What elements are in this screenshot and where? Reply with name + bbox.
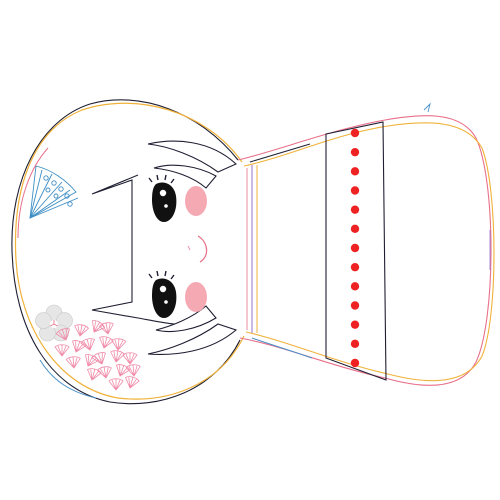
hair-top-strand: [147, 140, 237, 173]
doll-head-outline: [11, 99, 245, 405]
left-cheek-blush: [185, 186, 207, 216]
red-bead: [350, 167, 360, 176]
ginkgo-leaf: [74, 324, 89, 337]
ginkgo-leaf: [125, 376, 140, 389]
red-bead: [350, 186, 360, 195]
red-bead: [350, 128, 360, 138]
ginkgo-leaf: [54, 344, 70, 357]
head-outline-dark: [11, 99, 241, 405]
ginkgo-leaf: [91, 352, 106, 365]
ginkgo-leaf: [91, 320, 106, 333]
hair-top-strand-2: [153, 164, 217, 189]
ginkgo-leaf: [55, 328, 70, 341]
folding-fan-ornament: [29, 165, 79, 219]
red-bead: [350, 224, 360, 234]
hair-bangs: [91, 140, 238, 355]
ginkgo-leaf: [65, 356, 81, 369]
doll-body-outline: [237, 102, 495, 386]
red-bead: [350, 320, 360, 329]
kimono-sash-band: [325, 121, 387, 381]
ginkgo-leaf: [97, 366, 112, 379]
head-outline-gold: [14, 102, 245, 400]
left-eye: [148, 174, 177, 222]
hair-bottom-strand-2: [155, 305, 217, 333]
red-bead: [350, 243, 360, 253]
body-top-tick: [423, 102, 431, 113]
ginkgo-leaf: [84, 354, 99, 367]
red-bead: [350, 358, 360, 368]
ginkgo-leaf: [116, 364, 131, 377]
ginkgo-leaf: [80, 338, 95, 351]
head-outline-pink: [17, 147, 49, 239]
body-outline-pink: [237, 115, 492, 386]
body-outline-gold: [243, 122, 495, 382]
plum-blossom-ornament: [35, 304, 73, 342]
right-eye: [148, 270, 177, 318]
red-bead: [350, 282, 360, 291]
ginkgo-leaf: [122, 352, 138, 365]
ginkgo-leaf-pattern: [54, 320, 141, 391]
ginkgo-leaf: [125, 364, 141, 377]
red-bead: [350, 301, 360, 310]
right-cheek-blush: [185, 282, 207, 312]
red-bead: [350, 262, 360, 272]
hair-bottom-strand: [147, 323, 238, 355]
ginkgo-leaf: [110, 350, 125, 363]
ginkgo-leaf: [99, 336, 114, 349]
smile-mouth: [187, 235, 208, 263]
red-bead: [350, 339, 360, 349]
head-outline-blue: [39, 359, 97, 399]
ginkgo-leaf: [72, 340, 87, 353]
ginkgo-leaf: [108, 378, 124, 391]
ginkgo-leaf: [87, 368, 102, 381]
red-bead-row: [350, 128, 360, 368]
ginkgo-leaf: [99, 322, 114, 335]
ginkgo-leaf: [111, 338, 127, 351]
red-bead: [350, 205, 360, 214]
body-outline-dark: [249, 143, 311, 163]
red-bead: [350, 147, 360, 157]
body-outline-blue: [251, 337, 313, 359]
doll-neck: [246, 165, 258, 333]
